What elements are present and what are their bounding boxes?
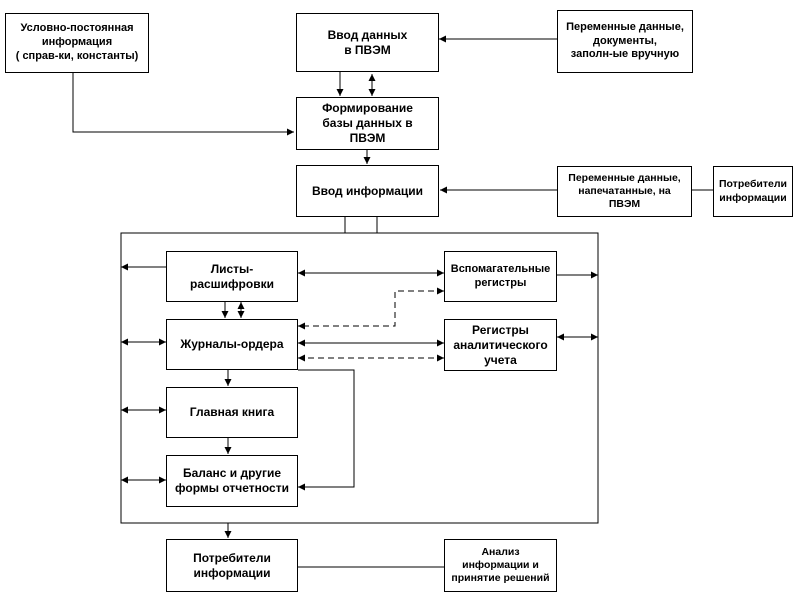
variable-printed-label: Переменные данные, напечатанные, на ПВЭМ xyxy=(568,171,681,211)
consumers-right-box: Потребители информации xyxy=(713,166,793,217)
data-input-label: Ввод данных в ПВЭМ xyxy=(327,27,408,57)
variable-printed-box: Переменные данные, напечатанные, на ПВЭМ xyxy=(557,166,692,217)
balance-label: Баланс и другие формы отчетности xyxy=(175,466,289,495)
data-input-box: Ввод данных в ПВЭМ xyxy=(296,13,439,72)
analytic-registers-label: Регистры аналитического учета xyxy=(453,322,548,367)
general-ledger-label: Главная книга xyxy=(189,405,275,419)
analysis-label: Анализ информации и принятие решений xyxy=(451,545,550,585)
journals-label: Журналы-ордера xyxy=(180,337,284,351)
decoding-sheets-label: Листы- расшифровки xyxy=(190,261,274,291)
consumers-bottom-label: Потребители информации xyxy=(193,550,271,580)
decoding-sheets-box: Листы- расшифровки xyxy=(166,251,298,302)
journals-box: Журналы-ордера xyxy=(166,319,298,370)
conditional-info-box: Условно-постоянная информация ( справ-ки… xyxy=(5,13,149,73)
arrow-journals-to-balance xyxy=(298,369,355,491)
consumers-bottom-box: Потребители информации xyxy=(166,539,298,592)
arrow-conditional-to-db xyxy=(72,73,294,136)
variable-manual-label: Переменные данные, документы, заполн-ые … xyxy=(566,20,684,61)
info-input-label: Ввод информации xyxy=(312,183,423,198)
dashed-aux-to-journals xyxy=(298,287,444,330)
enclosing-frame xyxy=(120,232,599,524)
db-forming-box: Формирование базы данных в ПВЭМ xyxy=(296,97,439,150)
aux-registers-box: Вспомагательные регистры xyxy=(444,251,557,302)
db-forming-label: Формирование базы данных в ПВЭМ xyxy=(322,101,413,145)
info-input-box: Ввод информации xyxy=(296,165,439,217)
aux-registers-label: Вспомагательные регистры xyxy=(450,262,551,289)
conditional-info-label: Условно-постоянная информация ( справ-ки… xyxy=(15,22,139,62)
analytic-registers-box: Регистры аналитического учета xyxy=(444,319,557,371)
general-ledger-box: Главная книга xyxy=(166,387,298,438)
balance-box: Баланс и другие формы отчетности xyxy=(166,455,298,507)
variable-manual-box: Переменные данные, документы, заполн-ые … xyxy=(557,10,693,73)
analysis-box: Анализ информации и принятие решений xyxy=(444,539,557,592)
consumers-right-label: Потребители информации xyxy=(718,178,787,204)
